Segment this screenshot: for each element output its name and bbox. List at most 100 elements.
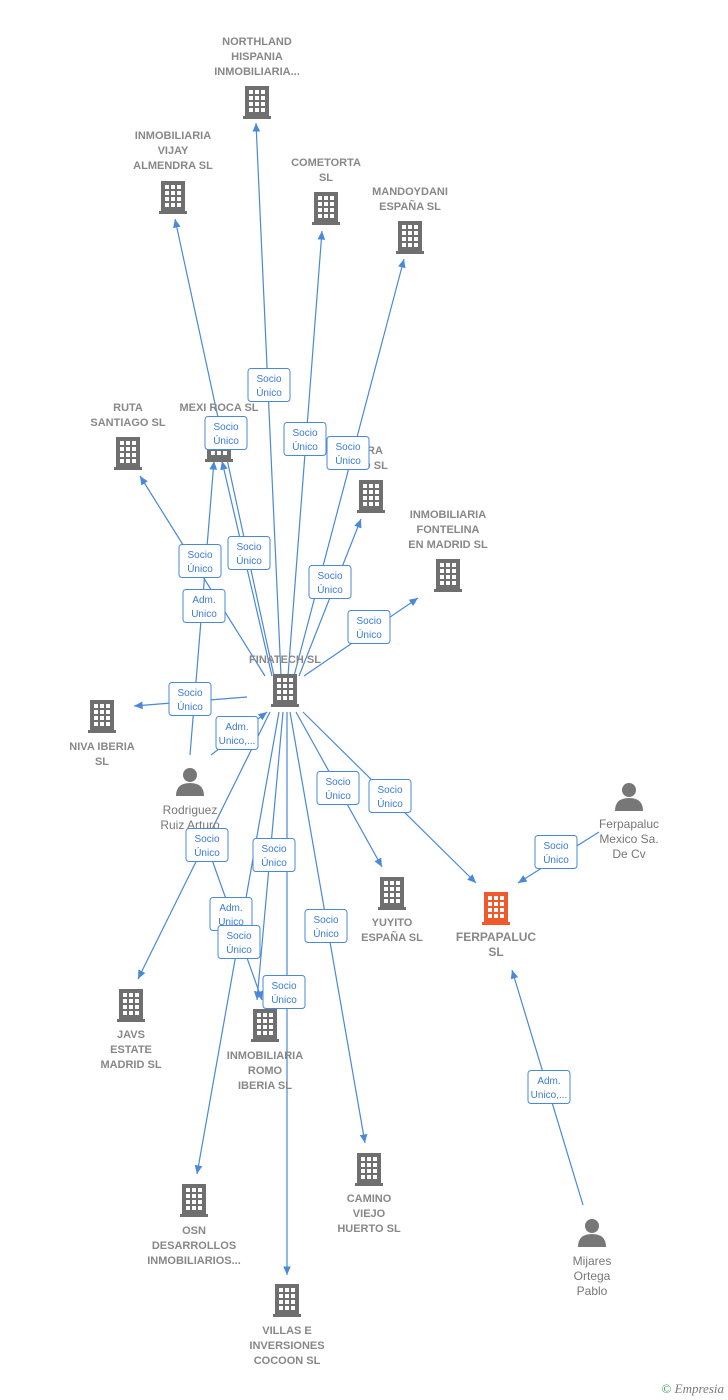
edge-label-text: Socio <box>335 442 360 453</box>
building-icon <box>88 700 116 733</box>
building-icon <box>357 480 385 513</box>
edge-label-rodriguez-to-finatech[interactable]: Adm.Unico,... <box>215 716 259 750</box>
brand-name: mpresia <box>682 1381 724 1396</box>
edge-label-text: Único <box>261 856 287 869</box>
edge-label-mijares-to-ferpapaluc[interactable]: Adm.Unico,... <box>527 1070 571 1104</box>
edge-label-text: Unico <box>191 609 217 620</box>
brand-initial: E <box>674 1381 683 1396</box>
node-label-line: Ortega <box>574 1269 611 1283</box>
building-icon <box>114 437 142 470</box>
node-label-line: SL <box>95 756 109 768</box>
edge-label-text: Socio <box>317 571 342 582</box>
node-label-line: De Cv <box>612 847 645 861</box>
node-label-line: Ferpapaluc <box>599 817 659 831</box>
node-label-line: DESARROLLOS <box>152 1240 236 1252</box>
node-osn[interactable]: OSNDESARROLLOSINMOBILIARIOS... <box>147 1184 241 1267</box>
edge-label-text: Socio <box>325 777 350 788</box>
edge-label-text: Único <box>317 583 343 596</box>
node-label-line: COMETORTA <box>291 157 361 169</box>
node-label-line: YUYITO <box>372 917 413 929</box>
node-label-line: Mexico Sa. <box>599 832 658 846</box>
edge-label-text: Socio <box>313 915 338 926</box>
edge-label-text: Unico,... <box>219 736 256 747</box>
building-icon <box>243 86 271 119</box>
node-label-line: INMOBILIARIA <box>135 130 211 142</box>
edge-label-text: Único <box>256 386 282 399</box>
edge-label-text: Socio <box>194 834 219 845</box>
edge-label-rodriguez-to-romo[interactable]: Adm.Unico <box>209 897 253 931</box>
nodes-layer: NORTHLANDHISPANIAINMOBILIARIA...INMOBILI… <box>69 36 659 1367</box>
edge-label-text: Socio <box>377 785 402 796</box>
node-label-line: SL <box>319 172 333 184</box>
building-icon <box>273 1284 301 1317</box>
edge-label-text: Adm. <box>537 1076 560 1087</box>
edge-label-text: Socio <box>356 616 381 627</box>
edge-label-text: Socio <box>187 550 212 561</box>
node-label-line: CAMINO <box>347 1193 392 1205</box>
building-icon <box>396 221 424 254</box>
node-finatech[interactable]: FINATECH SL <box>249 654 321 707</box>
node-label-line: ESTATE <box>110 1044 152 1056</box>
building-icon <box>251 1009 279 1042</box>
edge-label-text: Único <box>313 927 339 940</box>
building-icon <box>271 674 299 707</box>
node-yuyito[interactable]: YUYITO ESPAÑA SL <box>361 877 423 944</box>
edge-label-text: Único <box>187 562 213 575</box>
edge-label-text: Socio <box>213 422 238 433</box>
node-label-line: Pablo <box>577 1284 608 1298</box>
node-label-line: ALMENDRA SL <box>133 160 213 172</box>
edge-label-text: Unico <box>218 917 244 928</box>
node-label-line: OSN <box>182 1225 206 1237</box>
edge-label-text: Socio <box>543 841 568 852</box>
node-label-line: INMOBILIARIA... <box>214 66 300 78</box>
edge-label-text: Socio <box>256 374 281 385</box>
edge-label-text: Único <box>325 789 351 802</box>
edge-label-text: Socio <box>177 688 202 699</box>
node-cometorta[interactable]: COMETORTA SL <box>291 157 361 225</box>
edge-label-text: Único <box>292 440 318 453</box>
node-label-line: ESPAÑA SL <box>361 931 423 944</box>
edge-label-text: Socio <box>292 428 317 439</box>
edge-label-rodriguez-to-mexi[interactable]: Adm.Unico <box>182 589 226 623</box>
person-icon <box>615 783 643 811</box>
building-icon <box>482 892 510 925</box>
node-label-line: NORTHLAND <box>222 36 292 48</box>
building-icon <box>117 989 145 1022</box>
edge-label-text: Socio <box>236 542 261 553</box>
node-label-line: IBERIA SL <box>238 1080 292 1092</box>
node-label-line: INVERSIONES <box>249 1340 324 1352</box>
edge-label-text: Socio <box>261 844 286 855</box>
node-northland[interactable]: NORTHLANDHISPANIAINMOBILIARIA... <box>214 36 300 119</box>
